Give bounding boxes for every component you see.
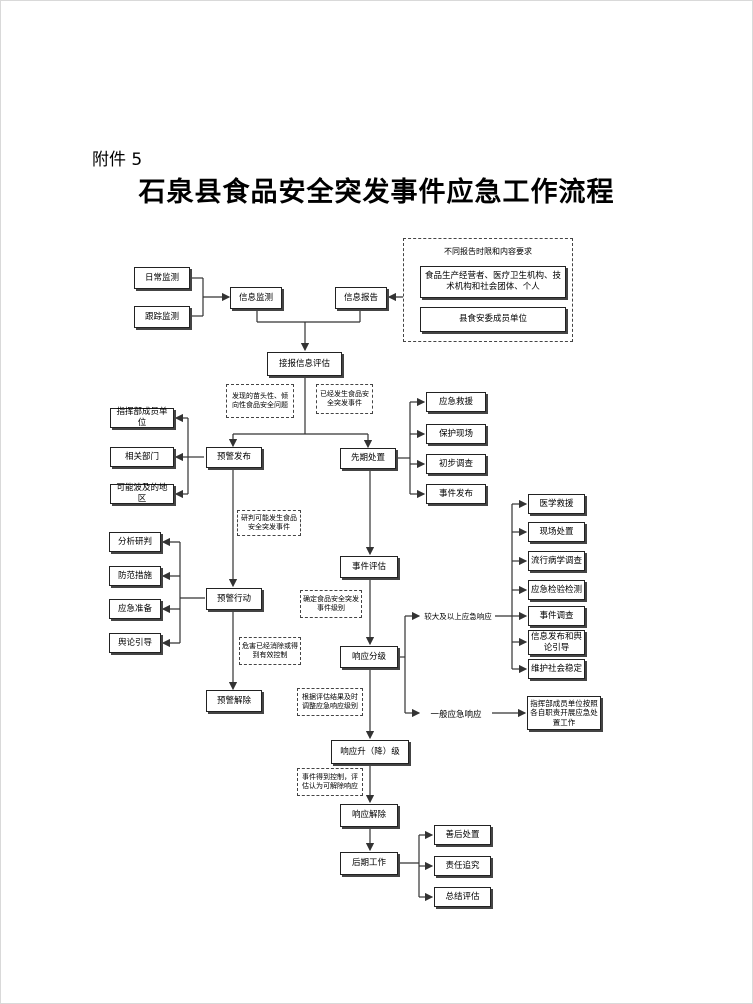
assessment-box: 接报信息评估: [267, 352, 342, 376]
info-report-box: 信息报告: [335, 287, 387, 309]
major-action-information: 信息发布和舆论引导: [528, 630, 585, 655]
tracking-monitoring-box: 跟踪监测: [134, 306, 190, 328]
info-monitoring-box: 信息监测: [230, 287, 282, 309]
aftermath-box: 后期工作: [340, 852, 398, 875]
note-event-occurred: 已经发生食品安全突发事件: [316, 384, 373, 414]
warning-target-areas: 可能波及的地区: [110, 483, 174, 504]
major-response-label: 较大及以上应急响应: [424, 612, 492, 621]
major-action-epidemiology: 流行病学调查: [528, 551, 585, 571]
major-action-testing: 应急检验检测: [528, 580, 585, 600]
report-requirements-heading: 不同报告时限和内容要求: [444, 247, 532, 256]
after-action-evaluation: 总结评估: [434, 887, 491, 907]
warning-action-preparation: 应急准备: [109, 599, 161, 619]
report-members-box: 县食安委成员单位: [420, 307, 566, 332]
response-grading-box: 响应分级: [340, 646, 398, 668]
note-adjust-level: 根据评估结果及时调整应急响应级别: [297, 688, 363, 716]
attachment-label: 附件 5: [92, 150, 143, 170]
initial-disposal-box: 先期处置: [340, 448, 396, 469]
response-lift-box: 响应解除: [340, 804, 398, 827]
note-emerging-issues: 发现的苗头性、倾向性食品安全问题: [226, 384, 294, 418]
warning-release-box: 预警发布: [206, 447, 262, 468]
warning-action-box: 预警行动: [206, 588, 262, 610]
page-title: 石泉县食品安全突发事件应急工作流程: [138, 177, 615, 208]
warning-target-departments: 相关部门: [110, 447, 174, 467]
major-action-medical: 医学救援: [528, 494, 585, 514]
initial-action-rescue: 应急救援: [426, 392, 486, 412]
note-determine-level: 确定食品安全突发事件级别: [300, 590, 362, 618]
warning-action-analysis: 分析研判: [109, 532, 161, 552]
note-release-response: 事件得到控制，评估认为可解除响应: [297, 768, 363, 796]
general-response-label: 一般应急响应: [430, 710, 482, 720]
major-action-investigation: 事件调查: [528, 606, 585, 626]
initial-action-protect-scene: 保护现场: [426, 424, 486, 444]
daily-monitoring-box: 日常监测: [134, 267, 190, 289]
note-possible-event: 研判可能发生食品安全突发事件: [237, 510, 301, 536]
warning-action-prevention: 防范措施: [109, 566, 161, 586]
initial-action-investigation: 初步调查: [426, 454, 486, 474]
response-upgrade-box: 响应升（降）级: [331, 740, 409, 764]
major-action-stability: 维护社会稳定: [528, 659, 585, 679]
warning-target-headquarters: 指挥部成员单位: [110, 407, 174, 428]
warning-lift-box: 预警解除: [206, 690, 262, 712]
event-assessment-box: 事件评估: [340, 556, 398, 578]
note-hazard-controlled: 危害已经消除或得到有效控制: [239, 637, 301, 665]
after-action-rehabilitation: 善后处置: [434, 825, 491, 845]
initial-action-release: 事件发布: [426, 484, 486, 504]
report-sources-box: 食品生产经营者、医疗卫生机构、技术机构和社会团体、个人: [420, 266, 566, 298]
general-response-description: 指挥部成员单位按照各自职责开展应急处置工作: [527, 696, 601, 730]
warning-action-guidance: 舆论引导: [109, 633, 161, 653]
after-action-accountability: 责任追究: [434, 856, 491, 876]
major-action-scene: 现场处置: [528, 522, 585, 542]
